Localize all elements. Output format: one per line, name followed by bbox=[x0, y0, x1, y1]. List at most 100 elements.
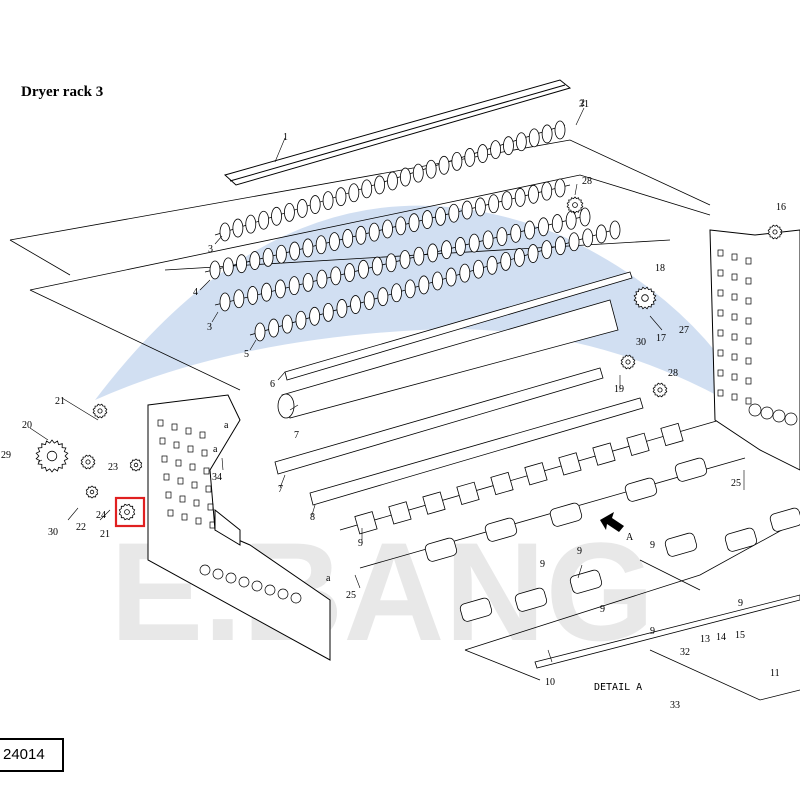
spiral-loop bbox=[490, 140, 501, 160]
shaft-10 bbox=[534, 594, 800, 669]
callout-16: 16 bbox=[776, 202, 786, 213]
plate-hole-round bbox=[199, 564, 211, 576]
roller-pad bbox=[624, 477, 658, 502]
spiral-loop bbox=[387, 171, 398, 191]
spiral-loop bbox=[427, 243, 439, 263]
plate-hole bbox=[175, 459, 182, 467]
spiral-loop bbox=[329, 232, 340, 252]
spiral-loop bbox=[309, 306, 321, 326]
plate-hole-round bbox=[748, 403, 762, 417]
roller-7-lower bbox=[309, 397, 644, 506]
callout-7: 7 bbox=[294, 430, 299, 441]
spiral-loop bbox=[496, 227, 508, 247]
roller-segment bbox=[388, 501, 412, 525]
leader-lines bbox=[29, 107, 745, 663]
spiral-loop bbox=[582, 228, 594, 248]
gear-20 bbox=[35, 439, 69, 473]
roller-segment bbox=[592, 442, 616, 466]
spiral-loop bbox=[232, 218, 244, 238]
roller-segment bbox=[660, 422, 684, 447]
leader-line bbox=[61, 397, 99, 421]
spiral-loop bbox=[477, 144, 489, 163]
roller-segment bbox=[456, 481, 480, 505]
plate-hole bbox=[191, 481, 198, 489]
spiral-loop bbox=[501, 191, 513, 211]
callout-a: a bbox=[224, 420, 229, 431]
leader-line bbox=[99, 509, 111, 521]
plate-hole bbox=[173, 441, 180, 449]
spiral-loop bbox=[441, 240, 452, 260]
plate-hole-round bbox=[238, 576, 250, 588]
spiral-loop bbox=[322, 191, 334, 211]
callout-9: 9 bbox=[650, 540, 655, 551]
spiral-loop bbox=[254, 322, 266, 342]
spiral-loop bbox=[432, 271, 443, 291]
side-plate-holes bbox=[157, 419, 302, 604]
callout-17: 17 bbox=[656, 333, 666, 344]
right-side-plate bbox=[709, 229, 800, 471]
plate-hole bbox=[745, 397, 752, 405]
spiral-loop bbox=[474, 197, 486, 217]
callout-19: 19 bbox=[614, 384, 624, 395]
callout-22: 22 bbox=[76, 522, 86, 533]
plate-hole bbox=[171, 423, 178, 431]
plate-hole bbox=[161, 455, 168, 463]
plate-hole bbox=[207, 503, 214, 511]
spiral-loop bbox=[527, 244, 539, 263]
callout-9: 9 bbox=[600, 604, 605, 615]
leader-line bbox=[67, 507, 79, 521]
spiral-loop bbox=[435, 206, 446, 226]
spiral-loop bbox=[233, 289, 245, 309]
plate-hole bbox=[209, 521, 216, 529]
leader-line bbox=[214, 235, 223, 245]
leader-line bbox=[577, 564, 583, 579]
plate-hole bbox=[177, 477, 184, 485]
leader-line bbox=[277, 371, 286, 381]
plate-hole-round bbox=[212, 568, 224, 580]
callout-6: 6 bbox=[270, 379, 275, 390]
spiral-loop bbox=[249, 251, 261, 270]
spiral-loop bbox=[565, 210, 577, 230]
plate-hole-round bbox=[760, 406, 774, 420]
plate-hole bbox=[199, 431, 206, 439]
plate-hole bbox=[181, 513, 188, 521]
plate-hole bbox=[157, 419, 164, 427]
detail-label: DETAIL A bbox=[594, 682, 642, 693]
gear-30 bbox=[620, 354, 636, 370]
leader-line bbox=[354, 574, 361, 589]
spiral-loop bbox=[363, 291, 375, 311]
spiral-loop bbox=[399, 250, 411, 269]
gear-22 bbox=[85, 485, 99, 499]
spiral-loop bbox=[421, 210, 433, 229]
plate-hole bbox=[159, 437, 166, 445]
spiral-loop bbox=[309, 195, 321, 214]
leader-line bbox=[279, 474, 286, 489]
spiral-loop bbox=[551, 214, 563, 233]
leader-line bbox=[289, 404, 299, 411]
spiral-loop bbox=[418, 275, 430, 295]
spiral-loop bbox=[258, 210, 270, 230]
watermark-arc bbox=[95, 205, 760, 420]
plate-hole bbox=[185, 427, 192, 435]
roller-pad bbox=[484, 517, 518, 542]
callout-31: 31 bbox=[579, 99, 589, 110]
spiral-loop bbox=[541, 124, 553, 144]
callout-30: 30 bbox=[48, 527, 58, 538]
spiral-loop bbox=[288, 276, 300, 296]
spiral-loop bbox=[468, 233, 480, 253]
spiral-loop bbox=[488, 194, 500, 214]
spiral-loop bbox=[385, 253, 397, 273]
spiral-loop bbox=[382, 219, 393, 239]
spiral-loop bbox=[579, 207, 591, 227]
callout-9: 9 bbox=[577, 546, 582, 557]
callout-4: 4 bbox=[193, 287, 198, 298]
plate-hole bbox=[165, 491, 172, 499]
plate-hole bbox=[731, 333, 738, 341]
roller-pad bbox=[459, 597, 493, 622]
view-marker-label: A bbox=[626, 532, 634, 543]
page-title: Dryer rack 3 bbox=[21, 84, 104, 100]
spiral-loop bbox=[322, 302, 334, 322]
callout-9: 9 bbox=[540, 559, 545, 570]
